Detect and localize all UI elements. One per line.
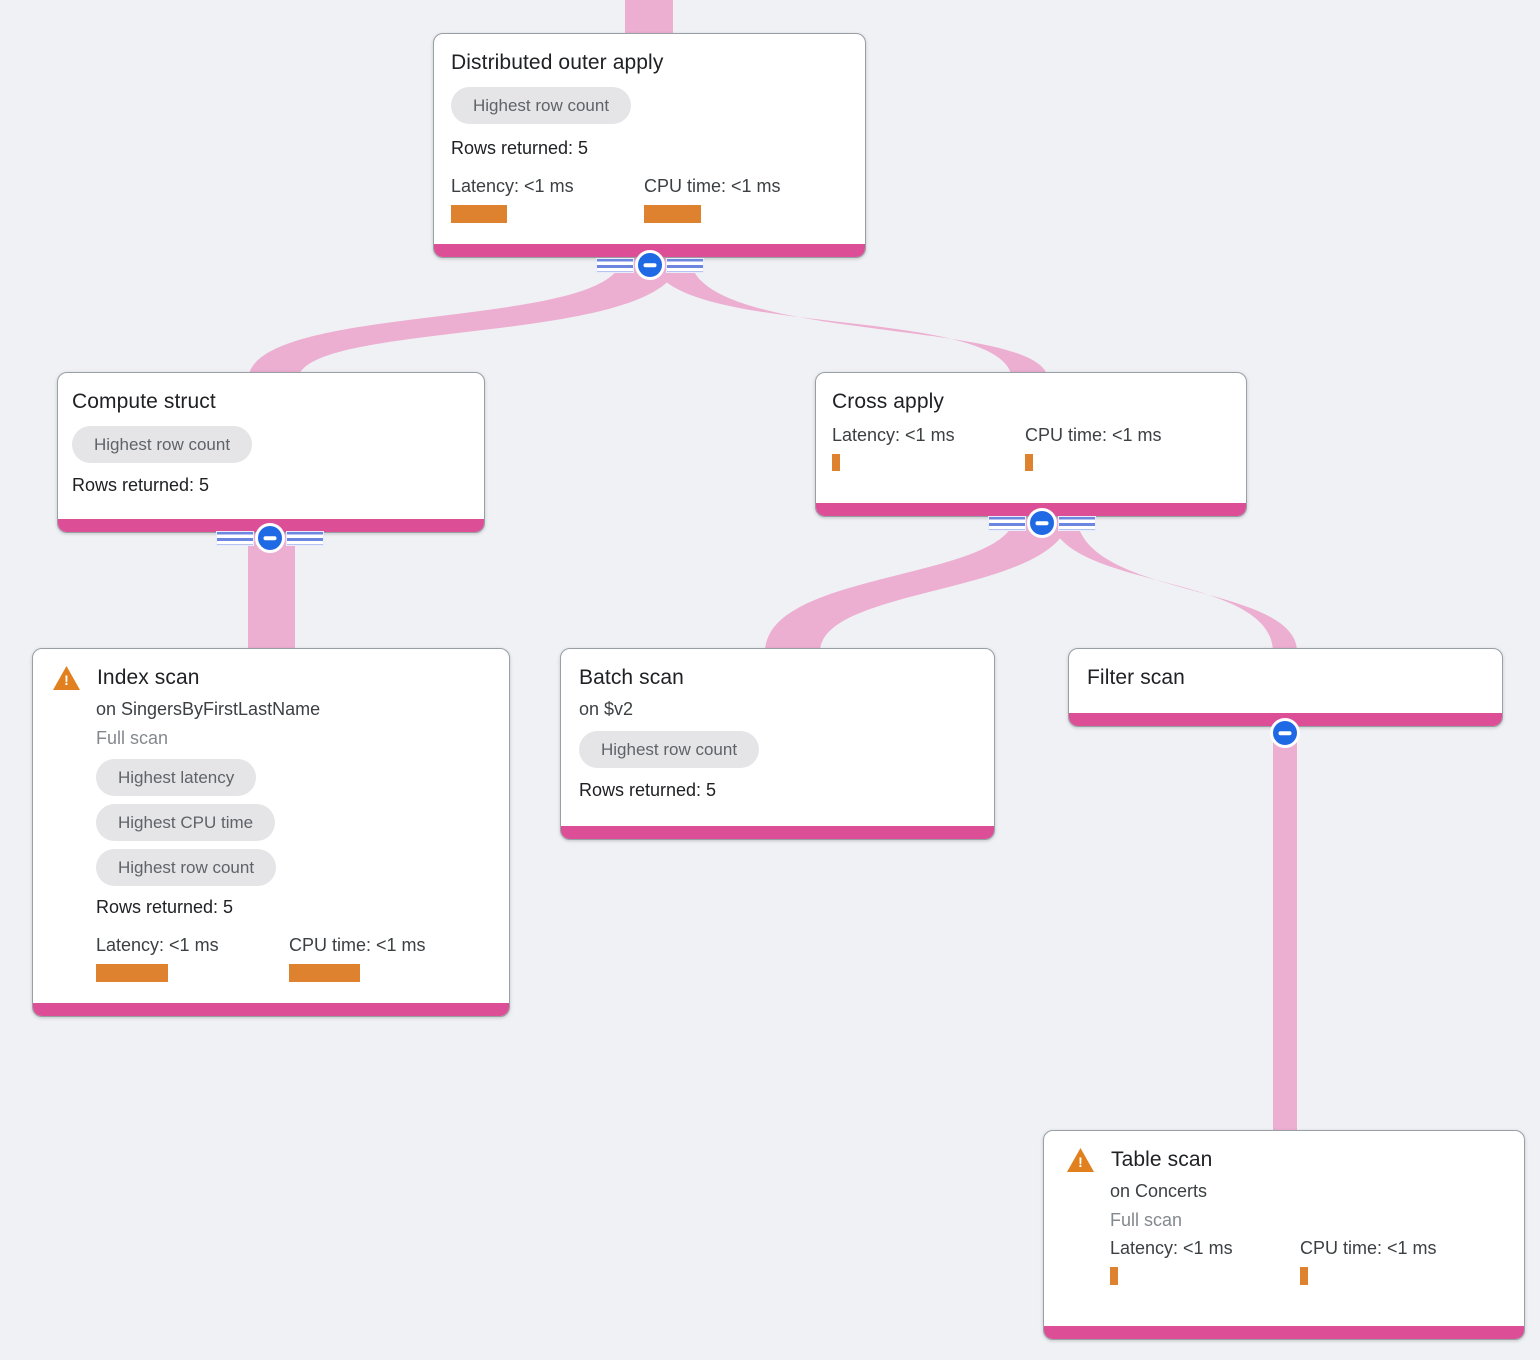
- node-title: Compute struct: [72, 390, 216, 413]
- node-accent-bar: [561, 826, 994, 839]
- cpu-time-bar: [1300, 1267, 1308, 1285]
- cpu-time-bar: [289, 964, 360, 982]
- node-subtitle: on Concerts: [1110, 1181, 1208, 1201]
- collapse-button-cross-apply[interactable]: [987, 508, 1097, 538]
- node-title: Filter scan: [1087, 666, 1185, 689]
- latency-bar: [96, 964, 168, 982]
- warning-triangle-icon: [1067, 1148, 1094, 1172]
- plan-node-table-scan[interactable]: Table scan on Concerts Full scan Latency…: [1043, 1130, 1525, 1340]
- badge-highest-row-count: Highest row count: [96, 849, 277, 886]
- row-stripes-left: [988, 515, 1026, 531]
- cpu-time-label: CPU time: <1 ms: [1025, 425, 1162, 445]
- minus-circle-icon: [255, 523, 285, 553]
- latency-label: Latency: <1 ms: [96, 935, 219, 955]
- cpu-time-bar: [1025, 454, 1033, 471]
- plan-node-distributed-outer-apply[interactable]: Distributed outer apply Highest row coun…: [433, 33, 866, 258]
- badge-highest-cpu-time: Highest CPU time: [96, 804, 276, 841]
- node-accent-bar: [1044, 1326, 1524, 1339]
- minus-circle-icon: [1270, 718, 1300, 748]
- collapse-button-distributed-outer-apply[interactable]: [595, 250, 705, 280]
- latency-label: Latency: <1 ms: [832, 425, 955, 445]
- row-stripes-right: [286, 530, 324, 546]
- latency-bar: [832, 454, 840, 471]
- edge-filter-to-table: [1273, 720, 1297, 1135]
- row-stripes-left: [216, 530, 254, 546]
- rows-returned: Rows returned: 5: [72, 475, 210, 495]
- edge-distributed-to-compute: [248, 256, 680, 380]
- plan-node-cross-apply[interactable]: Cross apply Latency: <1 ms CPU time: <1 …: [815, 372, 1247, 517]
- badge-highest-row-count: Highest row count: [451, 87, 632, 124]
- node-accent-bar: [33, 1003, 509, 1016]
- cpu-time-label: CPU time: <1 ms: [1300, 1238, 1437, 1258]
- node-title: Index scan: [97, 666, 200, 689]
- collapse-button-filter-scan[interactable]: [1270, 718, 1300, 748]
- cpu-time-label: CPU time: <1 ms: [289, 935, 426, 955]
- node-subtitle: on $v2: [579, 699, 634, 719]
- latency-label: Latency: <1 ms: [451, 176, 574, 196]
- rows-returned: Rows returned: 5: [96, 897, 234, 917]
- node-accent-bar: [816, 503, 1246, 516]
- plan-node-filter-scan[interactable]: Filter scan: [1068, 648, 1503, 727]
- cpu-time-bar: [644, 205, 701, 223]
- warning-triangle-icon: [53, 666, 80, 690]
- minus-circle-icon: [1027, 508, 1057, 538]
- plan-node-index-scan[interactable]: Index scan on SingersByFirstLastName Ful…: [32, 648, 510, 1017]
- latency-label: Latency: <1 ms: [1110, 1238, 1233, 1258]
- edge-distributed-to-cross: [652, 256, 1048, 380]
- collapse-button-compute-struct[interactable]: [215, 523, 325, 553]
- node-title: Cross apply: [832, 390, 944, 413]
- edge-cross-to-batch: [765, 512, 1070, 652]
- row-stripes-right: [666, 257, 704, 273]
- rows-returned: Rows returned: 5: [451, 138, 589, 158]
- badge-highest-latency: Highest latency: [96, 759, 257, 796]
- node-title: Table scan: [1111, 1148, 1213, 1171]
- cpu-time-label: CPU time: <1 ms: [644, 176, 781, 196]
- badge-highest-row-count: Highest row count: [72, 426, 253, 463]
- plan-node-batch-scan[interactable]: Batch scan on $v2 Highest row count Rows…: [560, 648, 995, 840]
- node-subtitle: on SingersByFirstLastName: [96, 699, 321, 719]
- rows-returned: Rows returned: 5: [579, 780, 717, 800]
- node-title: Batch scan: [579, 666, 684, 689]
- node-title: Distributed outer apply: [451, 51, 664, 74]
- full-scan-note: Full scan: [1110, 1210, 1183, 1230]
- row-stripes-left: [596, 257, 634, 273]
- row-stripes-right: [1058, 515, 1096, 531]
- minus-circle-icon: [635, 250, 665, 280]
- latency-bar: [1110, 1267, 1118, 1285]
- full-scan-note: Full scan: [96, 728, 169, 748]
- latency-bar: [451, 205, 507, 223]
- plan-node-compute-struct[interactable]: Compute struct Highest row count Rows re…: [57, 372, 485, 533]
- badge-highest-row-count: Highest row count: [579, 731, 760, 768]
